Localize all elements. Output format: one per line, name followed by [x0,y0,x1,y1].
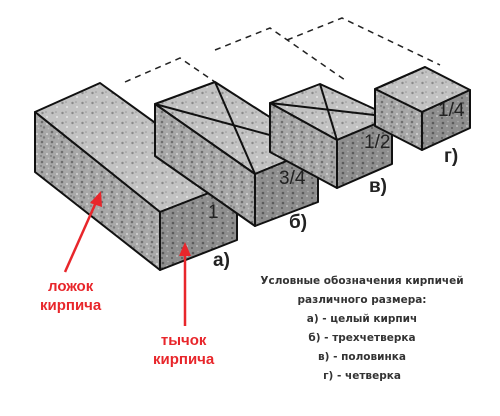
quarter-top-diagonal [374,66,426,90]
three-quarter-letter-label: б) [289,212,308,233]
half-letter-label: в) [369,176,388,197]
quarter-end-face [421,89,471,151]
header-arrowhead [179,242,191,256]
legend-title-line2: различного размера: [297,294,427,306]
legend-item-whole: а) - целый кирпич [306,313,418,325]
three-quarter-fraction-label: 3/4 [279,168,306,189]
three-quarter-top-diagonal-b [214,81,256,175]
stretcher-callout-label: ложок кирпича [40,277,101,315]
quarter-brick [374,66,471,151]
header-callout-line2: кирпича [153,351,215,368]
half-top-diagonal-a [269,102,393,118]
missing-part-outlines [124,17,441,83]
header-callout-label: тычок кирпича [153,331,214,369]
stretcher-arrow-line [63,199,99,273]
quarter-letter-label: г) [444,146,459,167]
stretcher-callout-line1: ложок [48,278,94,295]
half-top-diagonal-b [319,83,338,141]
half-missing-outline [214,27,346,81]
whole-brick-fraction-label: 1 [208,202,219,223]
three-quarter-brick [154,81,319,227]
three-quarter-missing-outline [124,57,216,83]
half-fraction-label: 1/2 [364,132,391,153]
legend: Условные обозначения кирпичей различного… [242,272,482,386]
stretcher-arrowhead [90,191,102,207]
legend-item-quarter: г) - четверка [323,370,401,382]
header-callout-line1: тычок [160,332,207,349]
half-end-face [336,116,393,189]
quarter-missing-outline [286,17,441,66]
legend-item-three-quarter: б) - трехчетверка [308,332,416,344]
callout-arrows [63,191,191,326]
quarter-fraction-label: 1/4 [438,100,465,121]
legend-title-line1: Условные обозначения кирпичей [260,275,464,287]
whole-brick-letter-label: а) [213,250,230,271]
legend-item-half: в) - половинка [318,351,406,363]
stretcher-callout-line2: кирпича [40,297,102,314]
